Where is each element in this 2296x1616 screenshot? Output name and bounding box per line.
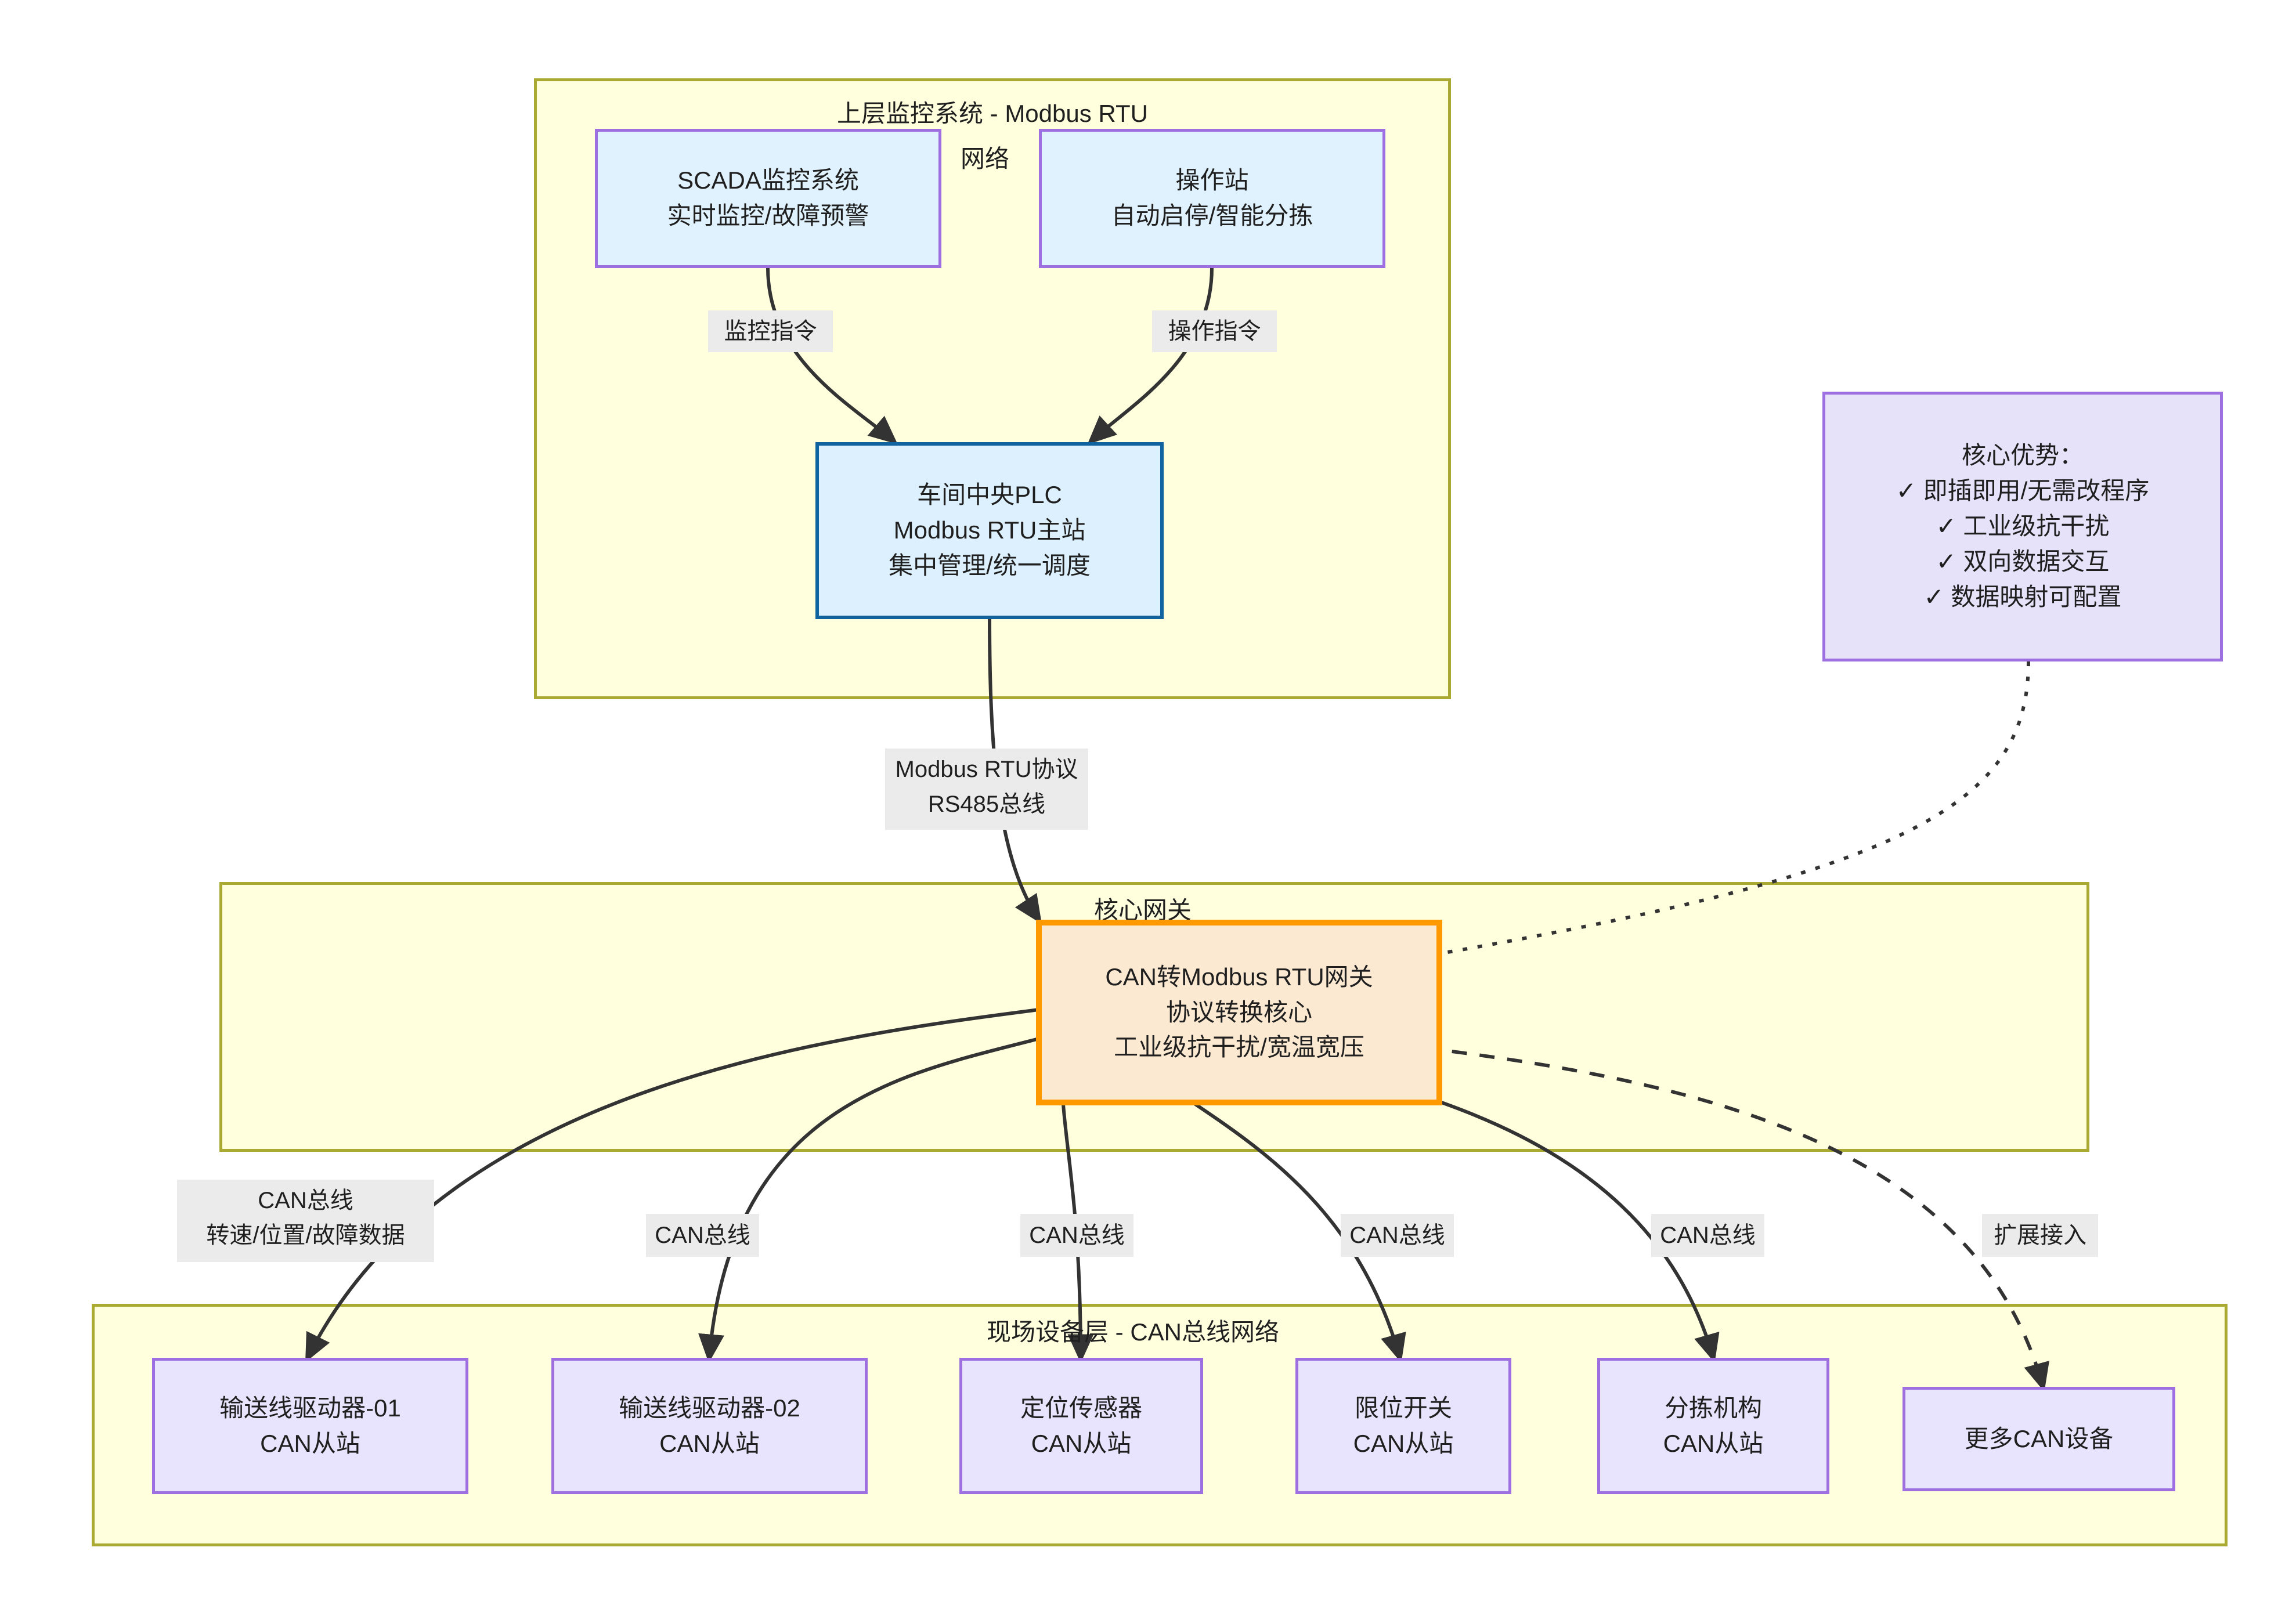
edge-label-can-bus-5: CAN总线 xyxy=(1651,1214,1764,1257)
node-core-advantages[interactable]: 核心优势： ✓ 即插即用/无需改程序 ✓ 工业级抗干扰 ✓ 双向数据交互 ✓ 数… xyxy=(1822,392,2223,661)
device-2-line2: CAN从站 xyxy=(659,1429,760,1457)
node-gateway-line2: 协议转换核心 xyxy=(1165,998,1312,1026)
modbus-rtu-line1: Modbus RTU协议 xyxy=(895,757,1078,782)
node-scada-line2: 实时监控/故障预警 xyxy=(667,202,869,229)
subgraph-gateway-layer-title: 核心网关 xyxy=(1094,896,1192,924)
node-device-more-can-devices[interactable]: 更多CAN设备 xyxy=(1902,1387,2175,1491)
advantages-line1: 核心优势： xyxy=(1961,442,2084,469)
node-central-plc[interactable]: 车间中央PLC Modbus RTU主站 集中管理/统一调度 xyxy=(815,442,1164,619)
can-bus-1-line2: 转速/位置/故障数据 xyxy=(206,1223,405,1248)
modbus-rtu-line2: RS485总线 xyxy=(927,791,1046,817)
node-plc-line3: 集中管理/统一调度 xyxy=(889,551,1091,579)
device-3-line2: CAN从站 xyxy=(1031,1429,1132,1457)
advantages-line5: ✓ 数据映射可配置 xyxy=(1923,583,2122,610)
can-bus-1-line1: CAN总线 xyxy=(258,1188,353,1213)
node-device-position-sensor[interactable]: 定位传感器 CAN从站 xyxy=(959,1358,1203,1494)
device-1-line1: 输送线驱动器-01 xyxy=(219,1394,401,1422)
node-can-modbus-gateway[interactable]: CAN转Modbus RTU网关 协议转换核心 工业级抗干扰/宽温宽压 xyxy=(1036,920,1442,1105)
node-gateway-line3: 工业级抗干扰/宽温宽压 xyxy=(1114,1033,1364,1061)
node-operator-station[interactable]: 操作站 自动启停/智能分拣 xyxy=(1039,129,1385,268)
device-4-line2: CAN从站 xyxy=(1353,1429,1454,1457)
node-plc-line1: 车间中央PLC xyxy=(917,481,1062,509)
device-5-line1: 分拣机构 xyxy=(1664,1394,1762,1422)
device-2-line1: 输送线驱动器-02 xyxy=(619,1394,800,1422)
node-device-conveyor-drive-02[interactable]: 输送线驱动器-02 CAN从站 xyxy=(551,1358,868,1494)
node-device-limit-switch[interactable]: 限位开关 CAN从站 xyxy=(1295,1358,1511,1494)
node-scada-line1: SCADA监控系统 xyxy=(677,167,859,194)
edge-label-operate-command: 操作指令 xyxy=(1152,310,1277,352)
advantages-line2: ✓ 即插即用/无需改程序 xyxy=(1896,477,2150,505)
subgraph-device-layer-title: 现场设备层 - CAN总线网络 xyxy=(987,1318,1280,1346)
edge-label-can-bus-1: CAN总线 转速/位置/故障数据 xyxy=(177,1180,434,1262)
node-scada-system[interactable]: SCADA监控系统 实时监控/故障预警 xyxy=(595,129,941,268)
node-operator-line1: 操作站 xyxy=(1175,167,1249,194)
node-device-conveyor-drive-01[interactable]: 输送线驱动器-01 CAN从站 xyxy=(152,1358,468,1494)
network-label: 网络 xyxy=(961,145,1010,172)
device-1-line2: CAN从站 xyxy=(260,1429,360,1457)
node-gateway-line1: CAN转Modbus RTU网关 xyxy=(1105,963,1373,990)
device-3-line1: 定位传感器 xyxy=(1020,1394,1142,1422)
node-plc-line2: Modbus RTU主站 xyxy=(893,516,1086,544)
edge-label-can-bus-2: CAN总线 xyxy=(646,1214,759,1257)
edge-label-can-bus-4: CAN总线 xyxy=(1341,1214,1454,1257)
device-6-line1: 更多CAN设备 xyxy=(1964,1425,2114,1452)
node-device-sorting-mechanism[interactable]: 分拣机构 CAN从站 xyxy=(1597,1358,1829,1494)
subgraph-top-layer-title: 上层监控系统 - Modbus RTU xyxy=(837,100,1148,127)
advantages-line4: ✓ 双向数据交互 xyxy=(1936,547,2110,575)
edge-label-modbus-rtu: Modbus RTU协议 RS485总线 xyxy=(885,749,1088,830)
edge-label-expansion-access: 扩展接入 xyxy=(1982,1214,2098,1257)
advantages-line3: ✓ 工业级抗干扰 xyxy=(1936,512,2110,540)
device-4-line1: 限位开关 xyxy=(1354,1394,1452,1422)
node-operator-line2: 自动启停/智能分拣 xyxy=(1111,202,1313,229)
edge-label-can-bus-3: CAN总线 xyxy=(1020,1214,1133,1257)
edge-label-monitor-command: 监控指令 xyxy=(708,310,833,352)
device-5-line2: CAN从站 xyxy=(1663,1429,1764,1457)
